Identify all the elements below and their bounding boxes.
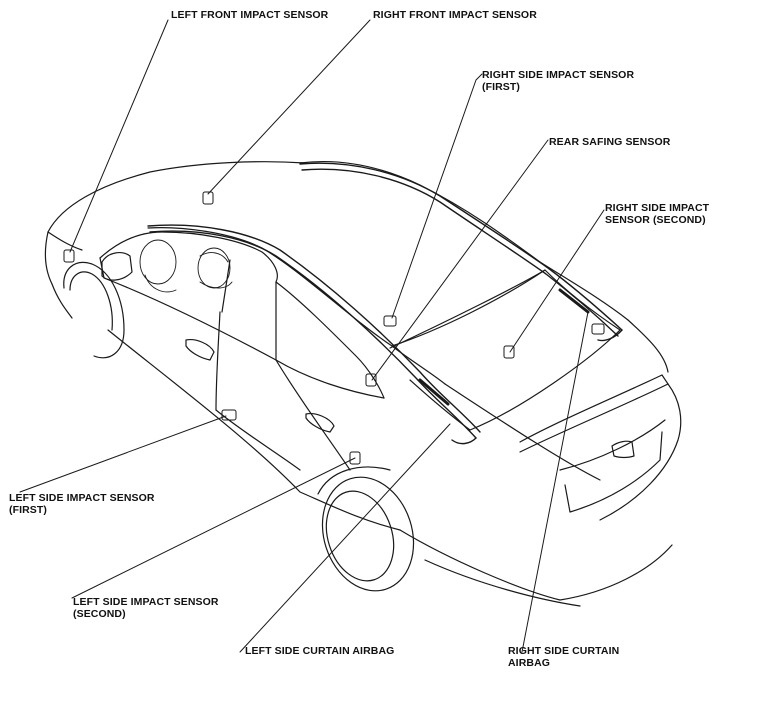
label-line: (FIRST) — [9, 504, 48, 516]
sensors — [63, 191, 605, 465]
label-line: RIGHT SIDE IMPACT SENSOR — [482, 69, 635, 81]
label-line: LEFT FRONT IMPACT SENSOR — [171, 9, 329, 21]
label-line: RIGHT SIDE CURTAIN — [508, 645, 620, 657]
label-line: (FIRST) — [482, 81, 521, 93]
curtain-airbags — [147, 162, 623, 445]
doors — [185, 311, 351, 471]
label-rear-safing-sensor: REAR SAFING SENSOR — [549, 136, 670, 148]
label-line: LEFT SIDE CURTAIN AIRBAG — [245, 645, 395, 657]
leader-lines — [19, 19, 605, 653]
right-front-impact-sensor-icon — [202, 191, 214, 205]
left-front-impact-sensor-icon — [63, 249, 75, 263]
label-right-side-impact-sensor-first: RIGHT SIDE IMPACT SENSOR(FIRST) — [482, 69, 634, 93]
left-side-impact-sensor-second-icon — [349, 451, 361, 465]
label-line: RIGHT FRONT IMPACT SENSOR — [373, 9, 537, 21]
label-line: (SECOND) — [73, 608, 126, 620]
label-line: RIGHT SIDE IMPACT — [605, 202, 710, 214]
rear-safing-sensor-icon — [503, 345, 515, 359]
car-body — [44, 160, 682, 607]
label-line: LEFT SIDE IMPACT SENSOR — [73, 596, 219, 608]
windows — [99, 231, 621, 431]
wheels — [63, 261, 415, 592]
right-side-impact-sensor-first-icon — [383, 315, 397, 327]
label-left-front-impact-sensor: LEFT FRONT IMPACT SENSOR — [171, 9, 328, 21]
left-side-impact-sensor-mid-icon — [365, 373, 377, 387]
left-side-impact-sensor-first-icon — [221, 409, 237, 421]
right-side-impact-sensor-second-icon — [591, 323, 605, 335]
label-line: SENSOR (SECOND) — [605, 214, 706, 226]
interior — [139, 239, 233, 293]
label-line: AIRBAG — [508, 657, 551, 669]
label-left-side-impact-sensor-first: LEFT SIDE IMPACT SENSOR(FIRST) — [9, 492, 155, 516]
label-line: REAR SAFING SENSOR — [549, 136, 671, 148]
label-left-side-impact-sensor-second: LEFT SIDE IMPACT SENSOR(SECOND) — [73, 596, 219, 620]
label-line: LEFT SIDE IMPACT SENSOR — [9, 492, 155, 504]
label-left-side-curtain-airbag: LEFT SIDE CURTAIN AIRBAG — [245, 645, 394, 657]
side-mirror — [101, 252, 133, 281]
label-right-front-impact-sensor: RIGHT FRONT IMPACT SENSOR — [373, 9, 537, 21]
